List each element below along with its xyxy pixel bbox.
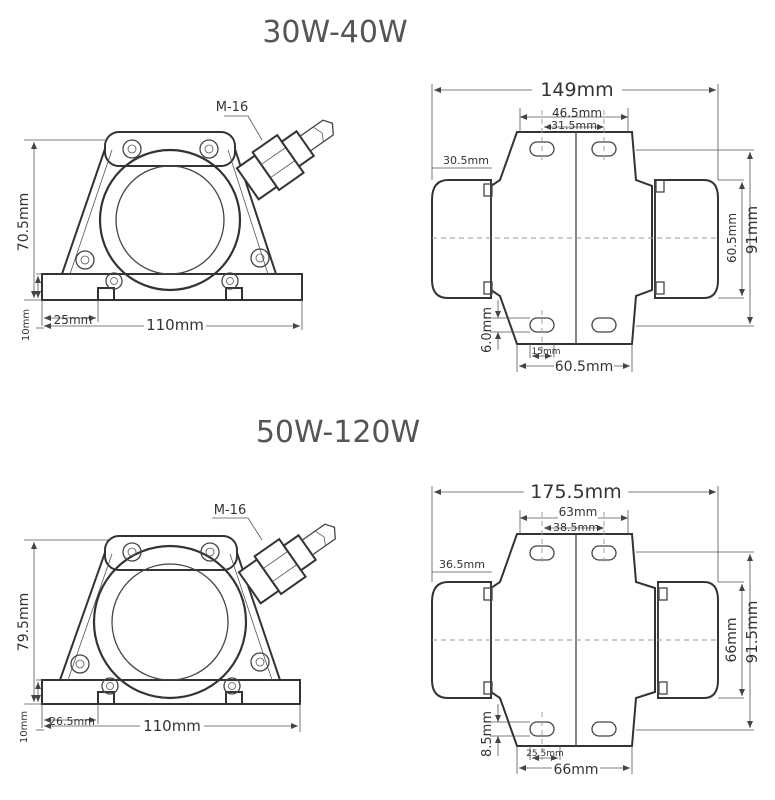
base-len-label: 66mm bbox=[553, 762, 598, 778]
base-len-label: 60.5mm bbox=[555, 359, 613, 375]
slot-len-label: 15mm bbox=[532, 347, 561, 357]
base-plate bbox=[41, 273, 303, 301]
slot-len-label: 25.5mm bbox=[526, 749, 564, 759]
round-cover bbox=[92, 544, 248, 700]
offset-label: 25mm bbox=[54, 313, 93, 327]
slot-depth-label: 6.0mm bbox=[480, 307, 495, 353]
cable-label: M-16 bbox=[214, 503, 246, 518]
inner-width-label: 60.5mm bbox=[725, 213, 739, 263]
height-label: 79.5mm bbox=[16, 593, 32, 651]
cable-gland bbox=[235, 119, 334, 201]
slot-outer-label: 46.5mm bbox=[552, 106, 602, 120]
section-50w-120w: 50W-120W bbox=[16, 415, 761, 778]
slot-depth-label: 8.5mm bbox=[480, 711, 495, 757]
length-label: 149mm bbox=[540, 79, 613, 101]
outer-width-label: 91.5mm bbox=[743, 601, 761, 664]
base-notch-left bbox=[97, 691, 115, 705]
round-cover-inner bbox=[115, 165, 225, 275]
base-notch-right bbox=[225, 691, 243, 705]
height-label: 70.5mm bbox=[16, 193, 32, 251]
bolt-heads bbox=[70, 542, 270, 695]
right-lobe bbox=[654, 179, 719, 299]
left-lobe bbox=[431, 179, 492, 299]
round-cover-inner bbox=[111, 563, 229, 681]
housing-top bbox=[104, 535, 238, 571]
length-label: 175.5mm bbox=[530, 481, 621, 503]
width-label: 110mm bbox=[143, 717, 201, 735]
section-30w-40w: 30W-40W bbox=[16, 15, 761, 375]
section-title: 50W-120W bbox=[256, 415, 420, 450]
width-label: 110mm bbox=[146, 316, 204, 334]
cable-label: M-16 bbox=[216, 100, 248, 115]
slot-inner-label: 38.5mm bbox=[553, 521, 599, 534]
round-cover bbox=[98, 148, 242, 292]
inner-width-label: 66mm bbox=[724, 617, 740, 662]
side-view: M-16 79.5mm 10mm 26.5mm 110mm bbox=[16, 503, 336, 743]
outer-width-label: 91mm bbox=[743, 206, 761, 254]
base-notch-left bbox=[97, 287, 115, 301]
base-notch-right bbox=[225, 287, 243, 301]
slot-inner-label: 31.5mm bbox=[551, 119, 597, 132]
top-view: 175.5mm 63mm 38.5mm 36.5mm 66mm 91.5mm bbox=[431, 480, 761, 778]
section-title: 30W-40W bbox=[262, 15, 407, 50]
slot-outer-label: 63mm bbox=[559, 505, 598, 519]
base-label: 10mm bbox=[21, 309, 32, 341]
side-view: M-16 70.5mm 10mm 25mm 110mm bbox=[16, 100, 334, 341]
base-label: 10mm bbox=[19, 711, 30, 743]
cable-gland bbox=[237, 523, 336, 605]
bolt-heads bbox=[75, 139, 270, 290]
base-plate bbox=[41, 679, 301, 705]
overhang-label: 36.5mm bbox=[439, 558, 485, 571]
overhang-label: 30.5mm bbox=[443, 154, 489, 167]
top-view: 149mm 46.5mm 31.5mm 30.5mm 60.5mm 91mm bbox=[431, 78, 761, 375]
